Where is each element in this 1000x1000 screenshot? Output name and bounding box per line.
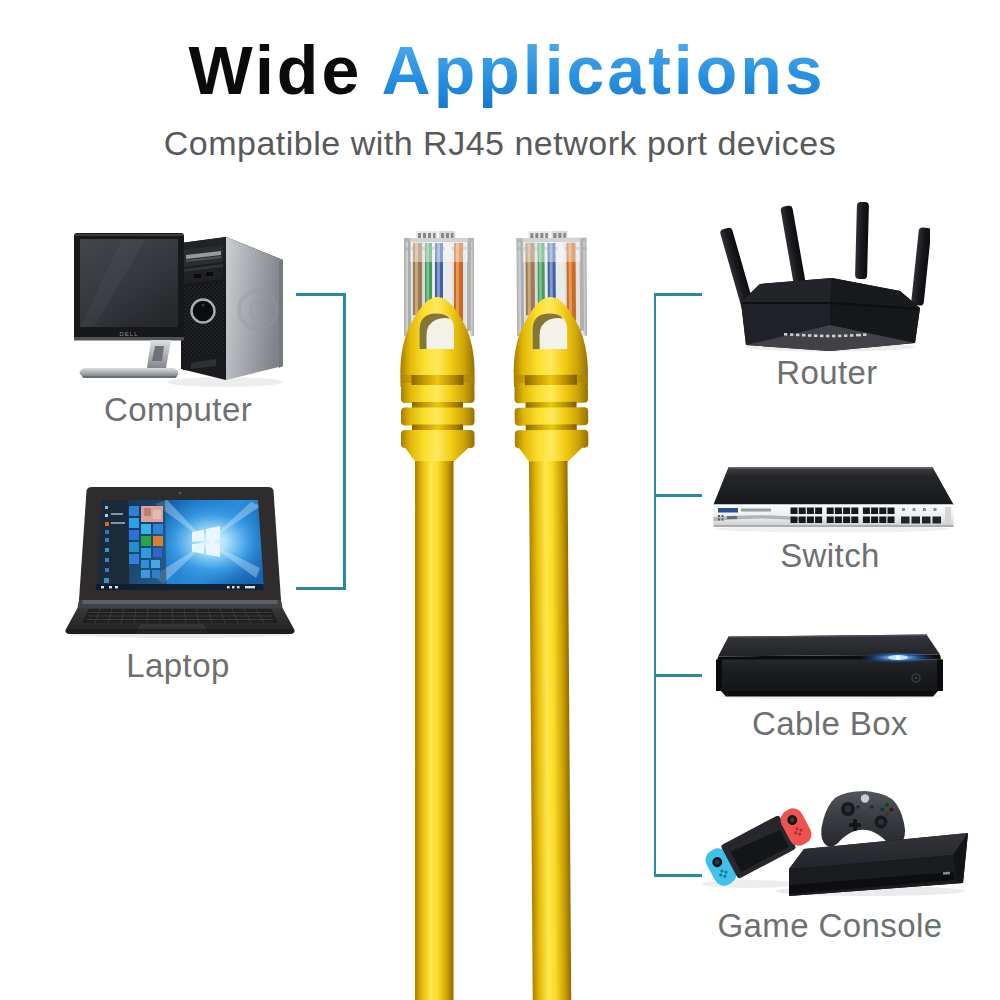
svg-text:DELL: DELL (119, 331, 138, 337)
